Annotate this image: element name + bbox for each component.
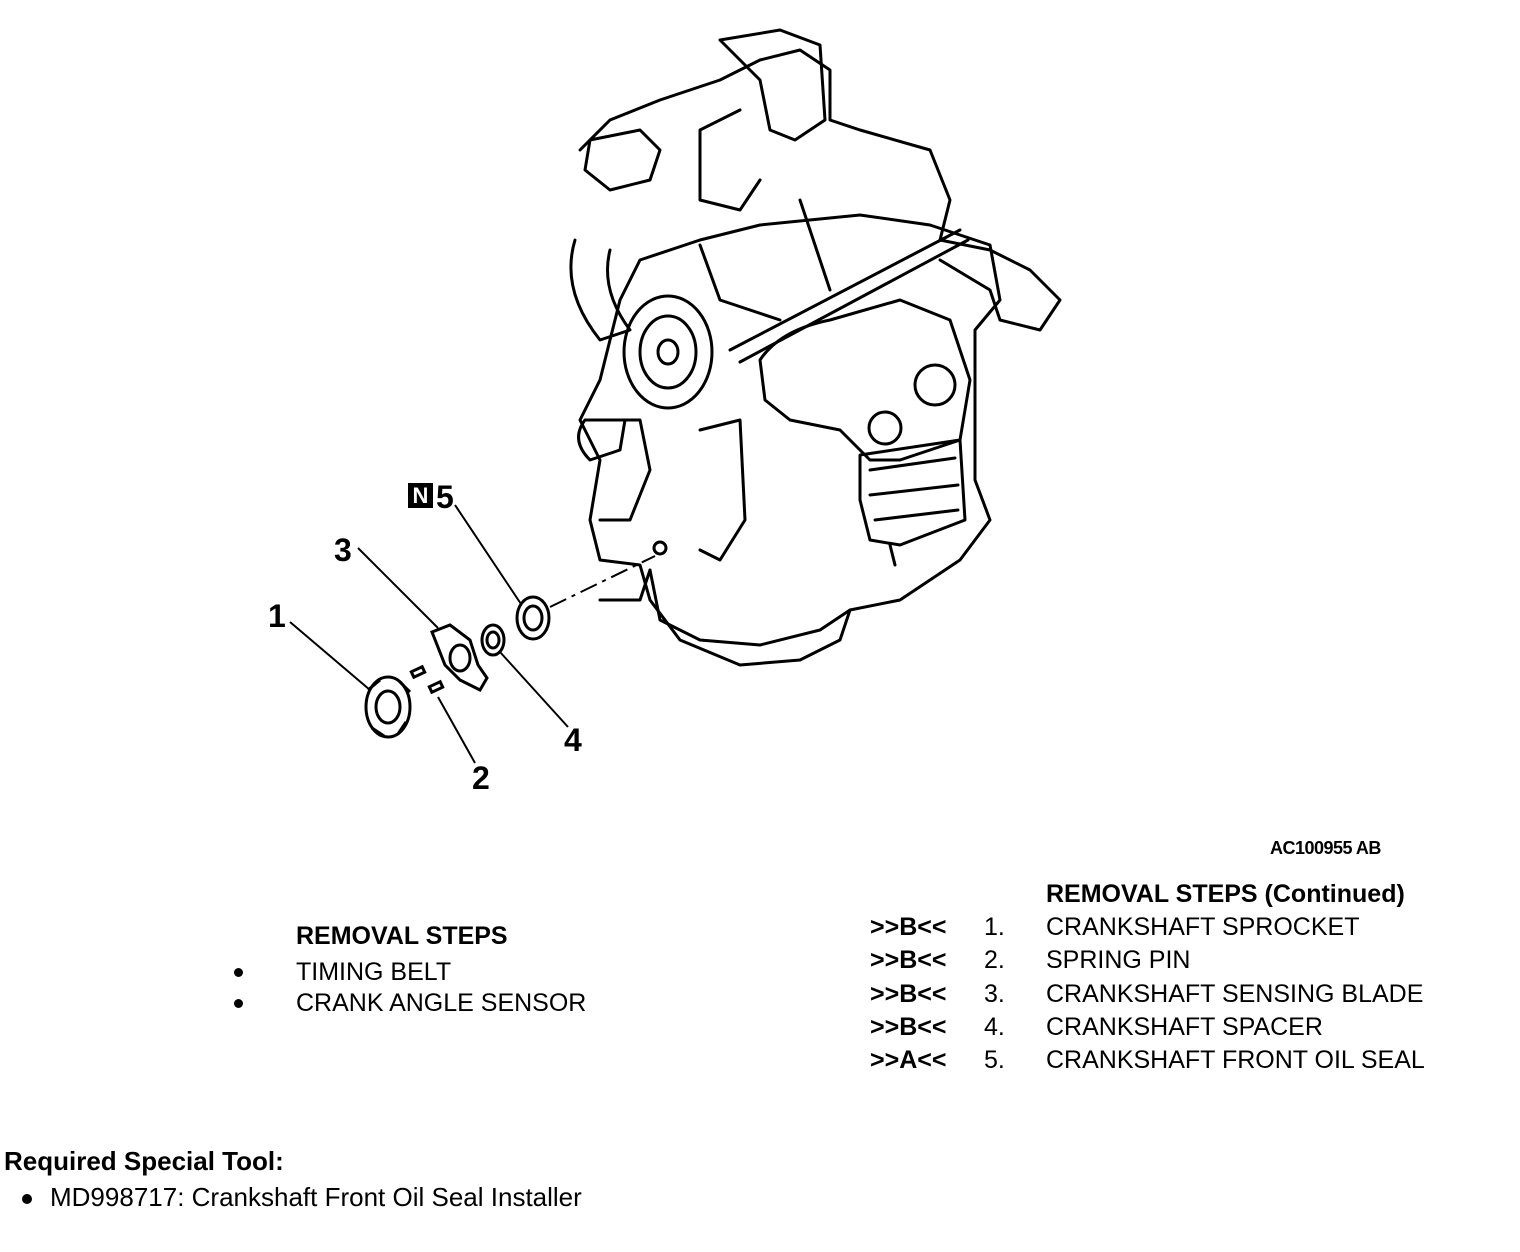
figure-id: AC100955 AB <box>1270 838 1381 858</box>
callout-4: 4 <box>564 722 582 758</box>
spring-pin <box>427 679 445 695</box>
new-part-marker: N <box>408 483 433 508</box>
procedure-code: >>B<< <box>870 980 947 1008</box>
callout-5: 5 <box>436 479 454 515</box>
oil-pan <box>648 568 852 647</box>
step-number: 2. <box>984 946 1005 974</box>
procedure-code: >>A<< <box>870 1046 947 1074</box>
step-name: SPRING PIN <box>1046 946 1191 974</box>
removal-step-text: TIMING BELT <box>296 958 452 986</box>
procedure-code: >>B<< <box>870 1013 947 1041</box>
callout-3: 3 <box>334 532 352 568</box>
oil-filter <box>858 438 967 547</box>
step-number: 5. <box>984 1046 1005 1074</box>
special-tool-section: Required Special Tool: MD998717: Cranksh… <box>4 1146 582 1212</box>
step-name: CRANKSHAFT SPROCKET <box>1046 913 1360 941</box>
step-name: CRANKSHAFT SENSING BLADE <box>1046 980 1424 1008</box>
step-name: CRANKSHAFT FRONT OIL SEAL <box>1046 1046 1425 1074</box>
removal-steps-continued-heading: REMOVAL STEPS (Continued) <box>1046 880 1405 908</box>
special-tool-text: MD998717: Crankshaft Front Oil Seal Inst… <box>50 1182 582 1212</box>
cylinder-head <box>578 48 1062 332</box>
step-number: 3. <box>984 980 1005 1008</box>
camshaft-pulley <box>622 294 714 410</box>
step-name: CRANKSHAFT SPACER <box>1046 1013 1323 1041</box>
engine-exploded-diagram <box>289 28 1062 764</box>
removal-step-text: CRANK ANGLE SENSOR <box>296 989 587 1017</box>
bullet-icon <box>22 1194 32 1204</box>
engine-block-outline <box>578 213 1002 667</box>
bullet-icon <box>234 999 243 1008</box>
spring-pin <box>409 664 427 680</box>
procedure-code: >>B<< <box>870 946 947 974</box>
step-number: 1. <box>984 913 1005 941</box>
step-number: 4. <box>984 1013 1005 1041</box>
bullet-icon <box>234 968 243 977</box>
callout-2: 2 <box>472 760 490 796</box>
callout-1: 1 <box>268 598 286 634</box>
procedure-code: >>B<< <box>870 913 947 941</box>
special-tool-heading: Required Special Tool: <box>4 1146 284 1176</box>
removal-steps-heading: REMOVAL STEPS <box>296 922 508 950</box>
